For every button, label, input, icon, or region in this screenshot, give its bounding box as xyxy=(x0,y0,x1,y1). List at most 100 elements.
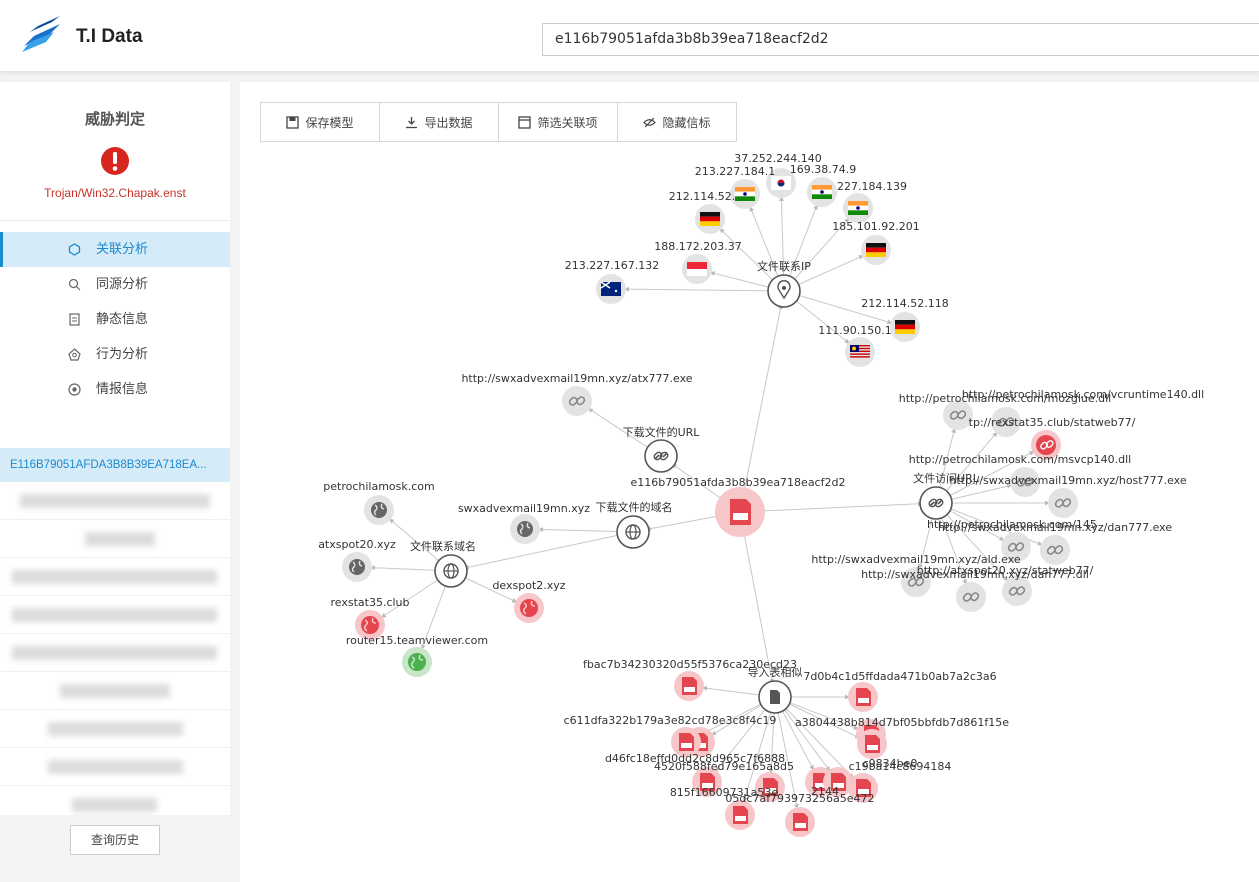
node-label: 文件联系IP xyxy=(757,259,811,273)
link-node[interactable] xyxy=(991,407,1021,437)
exe-file-icon[interactable] xyxy=(692,767,722,797)
link-node[interactable] xyxy=(1010,467,1040,497)
exe-file-icon[interactable] xyxy=(755,772,785,802)
link-node[interactable] xyxy=(901,567,931,597)
exe-file-icon[interactable] xyxy=(674,671,704,701)
menu-item-label: 静态信息 xyxy=(96,312,149,327)
search-input[interactable]: e116b79051afda3b8b39ea718eacf2d2 xyxy=(542,23,1259,56)
flag-my-icon[interactable] xyxy=(845,337,875,367)
ip-label: 227.184.139 xyxy=(837,180,907,193)
url-label: http://petrochilamosk.com/145 xyxy=(927,518,1097,531)
hide-beacon-label: 隐藏信标 xyxy=(662,115,711,130)
exe-file-icon[interactable] xyxy=(785,807,815,837)
list-item[interactable] xyxy=(0,520,230,558)
list-item[interactable] xyxy=(0,596,230,634)
exe-file-icon[interactable] xyxy=(848,773,878,803)
graph-edge xyxy=(935,502,1009,582)
node-label: 下载文件的URL xyxy=(623,425,701,439)
list-item[interactable] xyxy=(0,710,230,748)
flag-de-icon[interactable] xyxy=(861,235,891,265)
exe-file-icon[interactable] xyxy=(857,729,887,759)
menu-item-static[interactable]: 静态信息 xyxy=(0,302,230,337)
url-label: http://petrochilamosk.com/msvcp140.dll xyxy=(909,453,1131,466)
exe-file-icon[interactable] xyxy=(671,727,701,757)
link-node[interactable] xyxy=(1002,576,1032,606)
flag-de-icon[interactable] xyxy=(890,312,920,342)
filter-items-label: 筛选关联项 xyxy=(537,115,598,130)
ti-logo-icon xyxy=(22,16,60,52)
globe-node[interactable] xyxy=(342,552,372,582)
list-item[interactable] xyxy=(0,672,230,710)
menu-item-behavior[interactable]: 行为分析 xyxy=(0,337,230,372)
alert-icon xyxy=(101,147,129,175)
graph-edge xyxy=(935,451,1035,504)
ip-hub-node[interactable] xyxy=(767,274,801,308)
link-node[interactable] xyxy=(1040,535,1070,565)
hash-label: 2144 xyxy=(811,785,839,798)
domain-label: petrochilamosk.com xyxy=(323,480,434,493)
query-history-button[interactable]: 查询历史 xyxy=(70,825,160,855)
divider xyxy=(0,220,230,221)
exe-file-icon[interactable] xyxy=(823,767,853,797)
graph-edge xyxy=(739,511,775,685)
list-item[interactable] xyxy=(0,558,230,596)
domain-hub-node[interactable] xyxy=(616,515,650,549)
link-node[interactable] xyxy=(562,386,592,416)
filter-items-button[interactable]: 筛选关联项 xyxy=(498,102,618,142)
hash-label: 05dc7af793973256a5e472 xyxy=(725,792,874,805)
visit-hub-node[interactable] xyxy=(919,486,953,520)
url-hub-node[interactable] xyxy=(644,439,678,473)
flag-in-icon[interactable] xyxy=(807,177,837,207)
link-node[interactable] xyxy=(956,582,986,612)
list-item[interactable] xyxy=(0,748,230,786)
menu-item-intel[interactable]: 情报信息 xyxy=(0,372,230,407)
node-label: 文件联系域名 xyxy=(410,539,476,553)
export-data-button[interactable]: 导出数据 xyxy=(379,102,499,142)
hide-beacon-button[interactable]: 隐藏信标 xyxy=(617,102,737,142)
flag-in-icon[interactable] xyxy=(843,193,873,223)
document-icon xyxy=(69,313,80,326)
url-label: http://swxadvexmail19mn.xyz/dan777.dll xyxy=(861,568,1089,581)
globe-node[interactable] xyxy=(364,495,394,525)
menu-item-label: 情报信息 xyxy=(96,382,149,397)
hash-label: c9834be0 xyxy=(863,757,918,770)
graph-edge xyxy=(463,531,634,570)
link-node[interactable] xyxy=(943,400,973,430)
flag-kr-icon[interactable] xyxy=(766,168,796,198)
globe-icon[interactable] xyxy=(514,593,544,623)
globe-icon[interactable] xyxy=(355,610,385,640)
graph-edge xyxy=(783,290,893,325)
hash-label: 4520f588fed79e165a8d5 xyxy=(654,760,794,773)
center-sample-node[interactable] xyxy=(715,487,765,537)
menu-item-correlation[interactable]: 关联分析 xyxy=(0,232,230,267)
eye-slash-icon xyxy=(643,117,657,127)
flag-in-icon[interactable] xyxy=(730,179,760,209)
link-node[interactable] xyxy=(1048,488,1078,518)
flag-sg-icon[interactable] xyxy=(682,254,712,284)
ip-label: 111.90.150.1 xyxy=(818,324,891,337)
hash-label: d46fc18effd0dd2c8d965c7f6888 xyxy=(605,752,785,765)
globe-node[interactable] xyxy=(510,514,540,544)
list-item[interactable] xyxy=(0,482,230,520)
globe-icon[interactable] xyxy=(402,647,432,677)
import-hub-node[interactable] xyxy=(758,680,792,714)
menu-item-label: 同源分析 xyxy=(96,277,149,292)
link-node[interactable] xyxy=(1001,532,1031,562)
ip-label: 37.252.244.140 xyxy=(734,152,821,165)
domain-hub-node[interactable] xyxy=(434,554,468,588)
menu-item-label: 行为分析 xyxy=(96,347,149,362)
behavior-icon xyxy=(68,348,81,361)
url-label: http://swxadvexmail19mn.xyz/dan777.exe xyxy=(938,521,1172,534)
malicious-link-node[interactable] xyxy=(1031,430,1061,460)
exe-file-icon[interactable] xyxy=(725,800,755,830)
url-label: http://atxspot20.xyz/statweb77/ xyxy=(917,564,1094,577)
exe-file-icon[interactable] xyxy=(848,682,878,712)
history-hash-item[interactable]: E116B79051AFDA3B8B39EA718EA... xyxy=(0,448,230,482)
menu-item-homology[interactable]: 同源分析 xyxy=(0,267,230,302)
url-label: http://petrochilamosk.com/vcruntime140.d… xyxy=(962,388,1204,401)
flag-de-icon[interactable] xyxy=(695,204,725,234)
flag-au-icon[interactable] xyxy=(596,274,626,304)
save-model-button[interactable]: 保存模型 xyxy=(260,102,380,142)
list-item[interactable] xyxy=(0,634,230,672)
